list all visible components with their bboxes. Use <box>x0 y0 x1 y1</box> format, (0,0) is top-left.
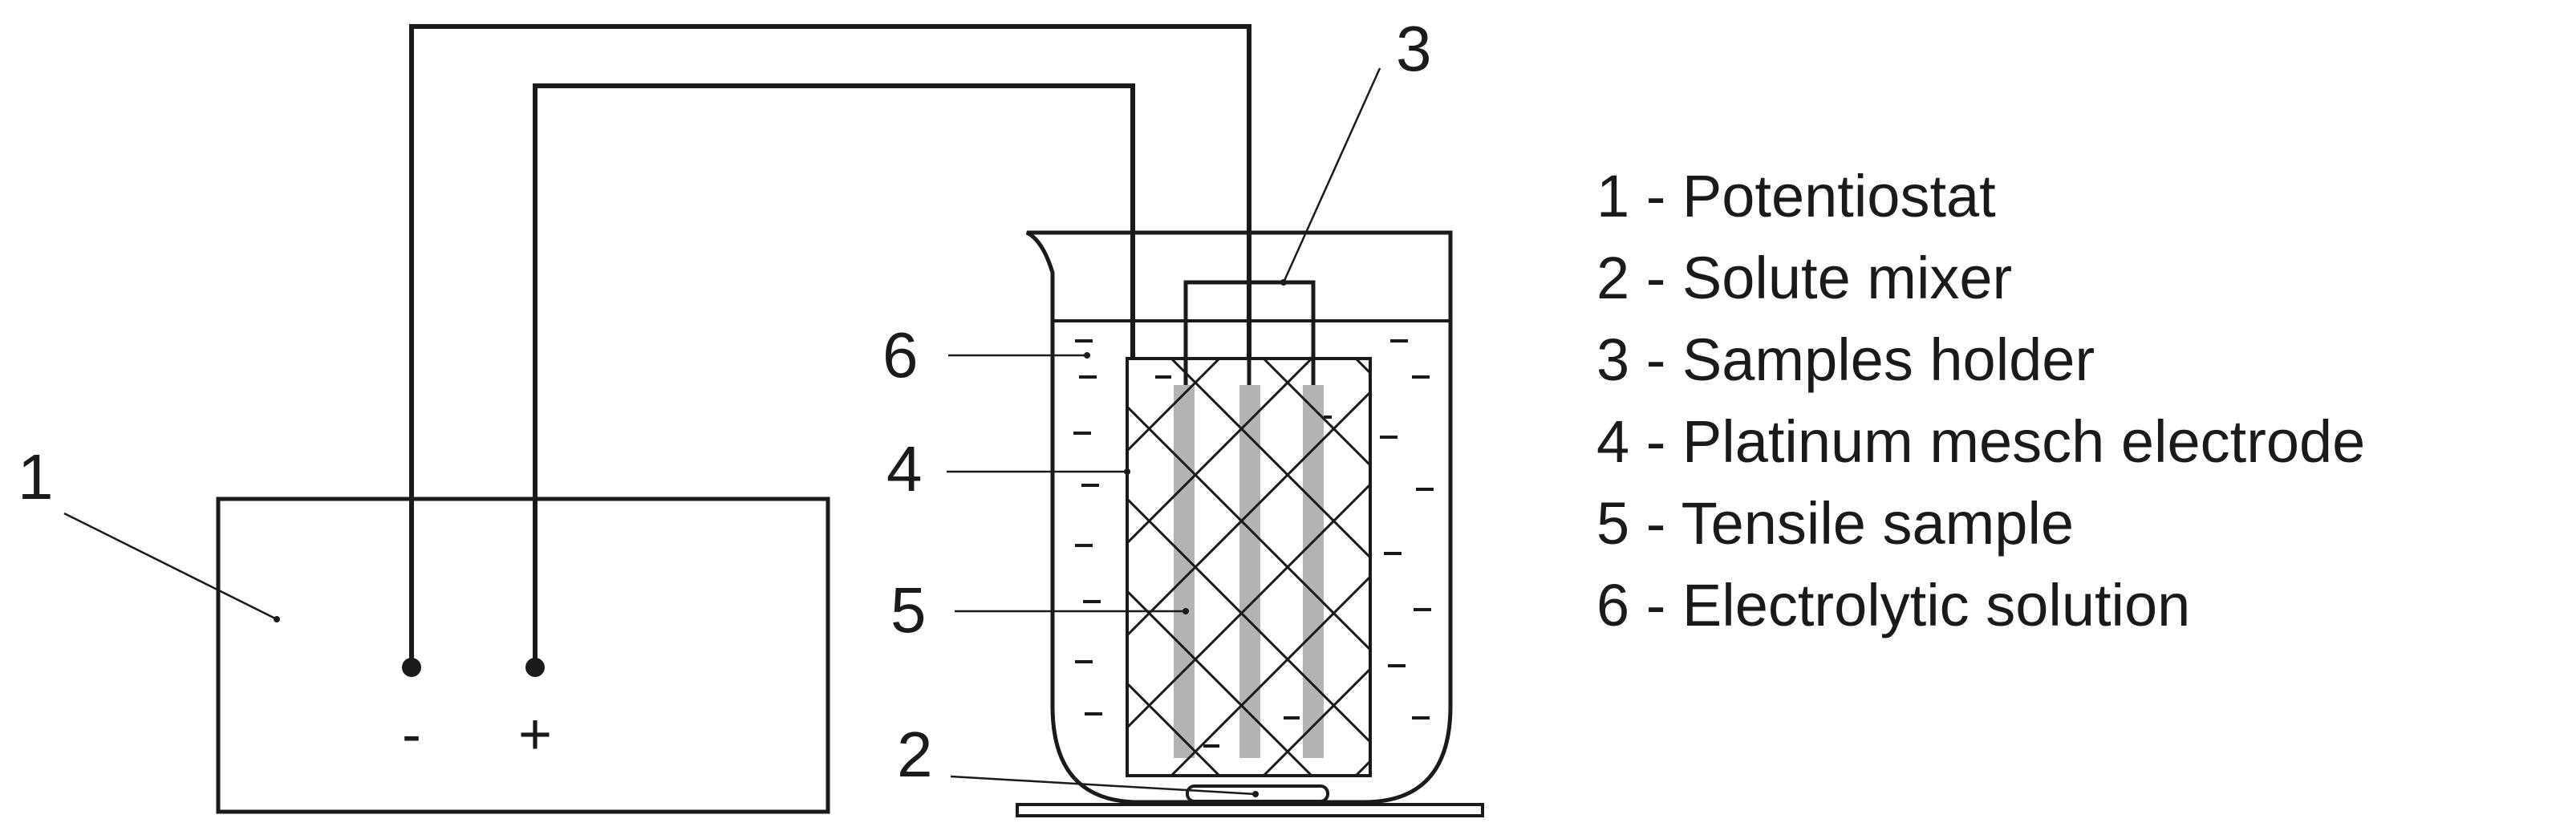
positive-wire <box>533 83 1135 667</box>
mesh-wire <box>1262 359 1370 468</box>
legend: 1 - Potentiostat 2 - Solute mixer 3 - Sa… <box>1596 163 2365 638</box>
tensile-sample-3 <box>1303 385 1324 758</box>
mesh-wire <box>1170 574 1370 776</box>
stirrer-plate <box>1016 803 1484 817</box>
positive-terminal-label: + <box>518 703 552 767</box>
legend-item-electrolytic-solution: 6 - Electrolytic solution <box>1596 572 2190 638</box>
mesh-wire <box>1262 667 1370 776</box>
platinum-mesh-grid <box>1127 359 1370 776</box>
beaker <box>1025 230 1453 805</box>
legend-item-samples-holder: 3 - Samples holder <box>1596 326 2095 393</box>
legend-item-solute-mixer: 2 - Solute mixer <box>1596 245 2012 311</box>
callout-4: 4 <box>886 433 923 505</box>
mesh-point <box>1124 468 1130 475</box>
leader-lines <box>63 67 1381 796</box>
callout-2: 2 <box>897 719 933 790</box>
tensile-sample-2 <box>1239 385 1260 758</box>
callout-3: 3 <box>1396 13 1432 84</box>
callout-5: 5 <box>890 574 927 646</box>
legend-item-tensile-sample: 5 - Tensile sample <box>1596 490 2074 557</box>
legend-item-platinum-mesh-electrode: 4 - Platinum mesch electrode <box>1596 408 2365 475</box>
mesh-wire <box>1127 482 1370 730</box>
sample-point <box>1183 608 1189 614</box>
negative-terminal-label: - <box>402 703 421 767</box>
mesh-wire <box>1170 359 1370 560</box>
callout-6: 6 <box>882 319 919 391</box>
mesh-wire <box>1127 773 1129 776</box>
negative-wire <box>409 24 1251 667</box>
potentiostat-box <box>216 497 830 814</box>
mesh-wire <box>1127 359 1129 361</box>
callout-1: 1 <box>18 441 54 513</box>
solute-mixer <box>1186 784 1329 803</box>
legend-item-potentiostat: 1 - Potentiostat <box>1596 163 1996 229</box>
solution-point <box>1084 352 1090 359</box>
